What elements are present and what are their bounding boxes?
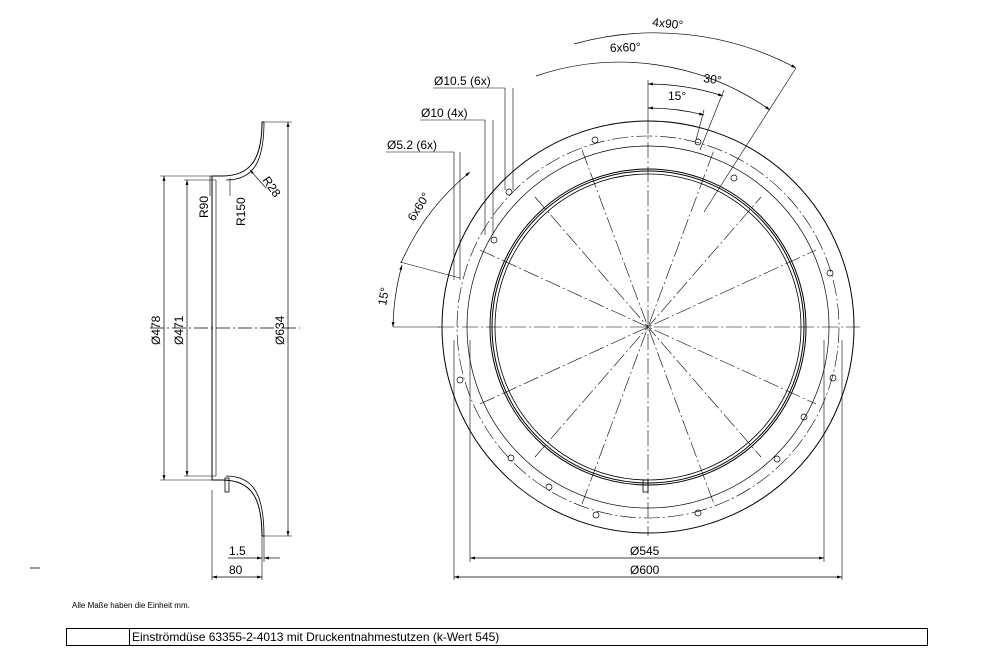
label-angle-15-top: 15° <box>668 89 686 103</box>
label-d545: Ø545 <box>630 544 660 558</box>
front-pressure-tap <box>642 479 649 493</box>
nozzle-profile <box>211 121 263 537</box>
arc-6x60-left <box>400 171 471 264</box>
label-hole-d10: Ø10 (4x) <box>421 106 468 120</box>
label-hole-d10-5: Ø10.5 (6x) <box>434 74 491 88</box>
label-80: 80 <box>229 563 243 577</box>
label-1-5: 1.5 <box>229 544 246 558</box>
pressure-tap <box>224 477 230 493</box>
label-angle-6x60-left: 6x60° <box>405 190 433 224</box>
arc-15-left <box>391 264 403 328</box>
label-hole-d5-2: Ø5.2 (6x) <box>387 138 437 152</box>
front-view <box>386 32 860 580</box>
label-d634: Ø634 <box>273 315 287 345</box>
title-block-text: Einströmdüse 63355-2-4013 mit Druckentna… <box>132 630 500 644</box>
label-d471: Ø471 <box>172 315 186 345</box>
title-block-empty-cell <box>67 629 130 645</box>
units-note: Alle Maße haben die Einheit mm. <box>72 601 190 610</box>
arc-4x90 <box>573 32 797 69</box>
label-r28: R28 <box>260 174 284 200</box>
arc-30 <box>647 82 724 97</box>
bolt-holes <box>456 136 837 519</box>
side-view-labels: Ø478 Ø471 Ø634 R90 R150 R28 1.5 80 <box>149 174 287 577</box>
label-angle-6x60-top: 6x60° <box>610 40 641 55</box>
label-d478: Ø478 <box>149 315 163 345</box>
label-angle-30: 30° <box>703 71 723 87</box>
side-view <box>30 121 300 580</box>
label-angle-15-left: 15° <box>375 286 392 306</box>
nozzle-profile-inner <box>225 121 265 537</box>
label-d600: Ø600 <box>630 563 660 577</box>
label-r150: R150 <box>234 197 248 226</box>
arc-15 <box>647 106 705 116</box>
title-block: Einströmdüse 63355-2-4013 mit Druckentna… <box>66 628 928 646</box>
front-view-labels: Ø10.5 (6x) Ø10 (4x) Ø5.2 (6x) 4x90° 6x60… <box>375 15 723 577</box>
label-angle-4x90: 4x90° <box>652 15 684 32</box>
arc-6x60 <box>535 61 771 111</box>
label-r90: R90 <box>197 196 211 218</box>
